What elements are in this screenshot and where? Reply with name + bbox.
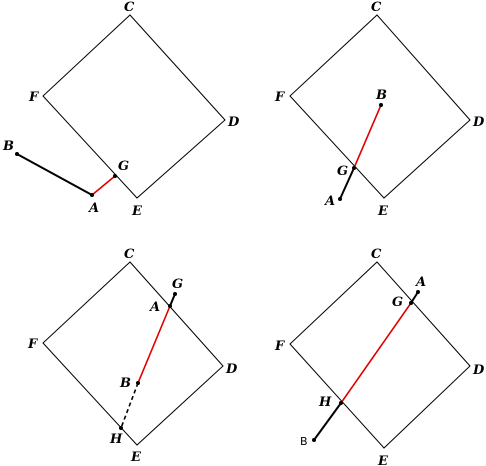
- segment-extension: [120, 382, 139, 429]
- label-b: B: [2, 139, 14, 154]
- label-a: A: [148, 300, 160, 315]
- label-a: A: [414, 275, 426, 290]
- label-e: E: [130, 450, 142, 465]
- label-f: F: [274, 339, 285, 354]
- label-c: C: [371, 247, 382, 262]
- label-f: F: [28, 90, 39, 105]
- label-d: D: [472, 115, 485, 130]
- label-b: B: [300, 435, 308, 448]
- label-c: C: [124, 0, 135, 15]
- segment-clipped: [137, 305, 171, 384]
- point-b: [136, 381, 140, 385]
- label-a: A: [87, 201, 99, 216]
- point-a: [338, 197, 342, 201]
- segment-outside: [16, 153, 93, 196]
- point-h: [339, 401, 343, 405]
- segment-clipped: [91, 175, 116, 196]
- point-g: [409, 301, 413, 305]
- panel-top-right: C D E F A B G: [274, 0, 485, 219]
- label-g: G: [337, 164, 348, 179]
- label-g: G: [118, 159, 129, 174]
- segment-outside: [339, 167, 355, 200]
- point-g: [113, 174, 117, 178]
- panel-top-left: C D E F A B G: [2, 0, 240, 219]
- label-h: H: [318, 395, 332, 410]
- point-a: [90, 193, 94, 197]
- label-b: B: [119, 376, 131, 391]
- segment-outside: [169, 293, 176, 307]
- point-b: [15, 152, 19, 156]
- label-d: D: [225, 362, 238, 377]
- label-e: E: [131, 204, 143, 219]
- label-b: B: [375, 88, 387, 103]
- segment-outside-lower: [313, 402, 342, 441]
- segment-outside-upper: [410, 291, 419, 304]
- label-e: E: [377, 454, 389, 466]
- label-d: D: [472, 363, 485, 378]
- point-b: [379, 103, 383, 107]
- square-cdef: [42, 14, 226, 199]
- label-g: G: [172, 277, 183, 292]
- point-g: [352, 166, 356, 170]
- label-c: C: [371, 0, 382, 15]
- point-h: [119, 426, 123, 430]
- segment-clipped: [353, 104, 382, 169]
- panel-bottom-right: C D E F A B G H: [274, 247, 485, 466]
- square-cdef: [289, 261, 471, 449]
- square-cdef: [289, 14, 471, 199]
- label-d: D: [227, 115, 240, 130]
- point-a: [416, 290, 420, 294]
- label-f: F: [27, 337, 38, 352]
- point-g: [173, 292, 177, 296]
- point-b: [312, 438, 316, 442]
- label-a: A: [323, 194, 335, 209]
- label-f: F: [274, 90, 285, 105]
- label-g: G: [392, 295, 403, 310]
- label-e: E: [377, 204, 389, 219]
- label-c: C: [124, 247, 135, 262]
- square-cdef: [42, 261, 224, 446]
- point-a: [168, 304, 172, 308]
- segment-clipped: [340, 302, 412, 404]
- label-h: H: [109, 432, 123, 447]
- panel-bottom-left: C D E F A B G H: [27, 247, 238, 465]
